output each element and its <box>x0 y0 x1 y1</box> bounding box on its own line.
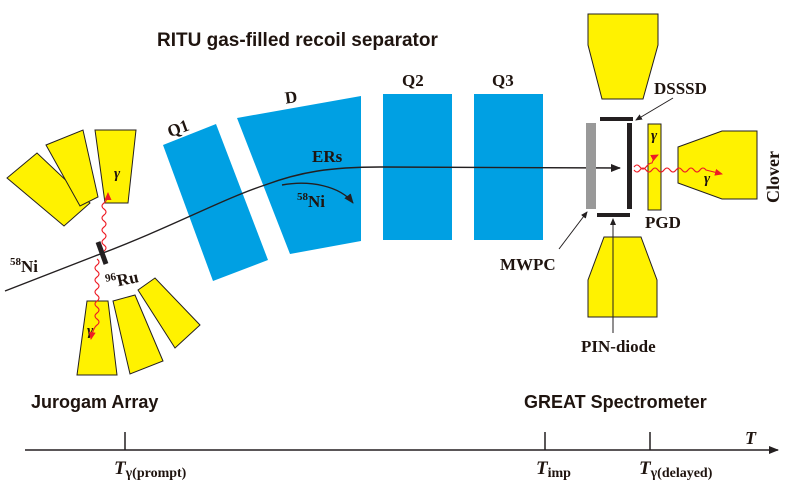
magnet-q1 <box>163 124 268 281</box>
great-lower-detector <box>587 236 658 318</box>
label-deflected-ni: 58Ni <box>297 191 325 211</box>
tick-label-imp: Timp <box>536 458 571 481</box>
dsssd <box>627 123 632 209</box>
label-clover: Clover <box>763 151 783 203</box>
tick-label-prompt: Tγ(prompt) <box>114 458 187 481</box>
clover <box>677 130 758 200</box>
gamma-symbol: γ <box>704 171 711 187</box>
gamma-ray-wave <box>101 192 112 252</box>
label-ers: ERs <box>312 147 343 166</box>
jurogam-upper-detectors <box>6 129 137 227</box>
pin-diode-top <box>600 117 633 121</box>
label-beam-ni: 58Ni <box>10 256 38 276</box>
label-pin-diode: PIN-diode <box>581 337 656 356</box>
label-pgd: PGD <box>645 213 681 232</box>
pin-diode-bottom <box>597 213 630 217</box>
mwpc <box>586 123 596 209</box>
jurogam-detector <box>94 129 137 204</box>
gamma-symbol: γ <box>87 323 94 339</box>
label-mwpc: MWPC <box>500 255 556 274</box>
label-dsssd: DSSSD <box>654 79 707 98</box>
beam-trajectory <box>4 163 621 292</box>
jurogam-detector <box>6 152 91 227</box>
pgd <box>647 123 662 211</box>
time-axis-label: T <box>745 428 757 448</box>
jurogam-detector <box>45 129 99 207</box>
label-d: D <box>284 87 299 108</box>
gamma-symbol: γ <box>114 166 121 182</box>
jurogam-detector <box>112 294 164 375</box>
diagram-title: RITU gas-filled recoil separator <box>157 30 438 51</box>
label-target-ru: 96Ru <box>104 266 140 292</box>
jurogam-detector <box>137 277 201 349</box>
label-jurogam-array: Jurogam Array <box>31 392 158 412</box>
gamma-ray-wave <box>633 154 659 170</box>
target-foil <box>95 241 109 265</box>
gamma-ray-wave <box>633 167 723 176</box>
mwpc-pointer <box>558 211 588 250</box>
deflected-beam-arrow <box>281 182 354 204</box>
label-great-spectrometer: GREAT Spectrometer <box>524 392 707 412</box>
magnets <box>163 94 543 281</box>
jurogam-lower-detectors <box>76 277 201 376</box>
gamma-ray-wave <box>88 258 100 340</box>
great-upper-detector <box>587 13 659 100</box>
gamma-symbol: γ <box>651 128 658 144</box>
label-q3: Q3 <box>492 71 514 90</box>
jurogam-detector <box>76 300 118 376</box>
tick-label-delayed: Tγ(delayed) <box>639 458 713 481</box>
label-q2: Q2 <box>402 71 424 90</box>
dsssd-pointer <box>635 97 674 121</box>
